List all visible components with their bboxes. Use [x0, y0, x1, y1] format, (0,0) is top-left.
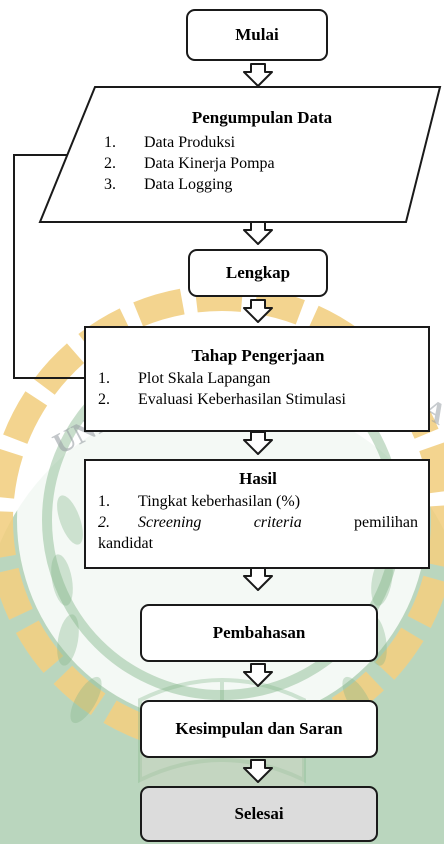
- result-node: Hasil 1.Tingkat keberhasilan (%) 2. Scre…: [84, 459, 430, 569]
- arrow-work-to-result: [243, 431, 273, 455]
- data-collection-title: Pengumpulan Data: [191, 108, 333, 127]
- data-item: 2.Data Kinerja Pompa: [104, 155, 275, 172]
- result-item: 2. Screening criteria pemilihan: [98, 514, 418, 531]
- result-list: 1.Tingkat keberhasilan (%) 2. Screening …: [98, 491, 418, 554]
- feedback-loop-line: [13, 154, 92, 379]
- work-stage-node: Tahap Pengerjaan 1.Plot Skala Lapangan 2…: [84, 326, 430, 432]
- conclusion-node: Kesimpulan dan Saran: [140, 700, 378, 758]
- end-label: Selesai: [234, 804, 284, 823]
- arrow-data-to-decision: [243, 221, 273, 245]
- arrow-discussion-to-conclusion: [243, 663, 273, 687]
- decision-node: Lengkap: [188, 249, 328, 297]
- work-stage-title: Tahap Pengerjaan: [191, 346, 325, 365]
- work-item: 2.Evaluasi Keberhasilan Stimulasi: [98, 391, 346, 408]
- discussion-label: Pembahasan: [212, 623, 306, 642]
- arrow-start-to-data: [243, 63, 273, 87]
- arrow-conclusion-to-end: [243, 759, 273, 783]
- start-node: Mulai: [186, 9, 328, 61]
- discussion-node: Pembahasan: [140, 604, 378, 662]
- result-title: Hasil: [239, 469, 277, 488]
- data-item: 3.Data Logging: [104, 176, 233, 193]
- start-label: Mulai: [235, 25, 279, 44]
- arrow-result-to-discussion: [243, 567, 273, 591]
- arrow-decision-to-work: [243, 299, 273, 323]
- result-item-continuation: kandidat: [98, 535, 154, 552]
- end-node: Selesai: [140, 786, 378, 842]
- result-item: 1.Tingkat keberhasilan (%): [98, 493, 301, 510]
- decision-label: Lengkap: [225, 263, 291, 282]
- conclusion-label: Kesimpulan dan Saran: [175, 719, 343, 738]
- data-collection-list: 1.Data Produksi 2.Data Kinerja Pompa 3.D…: [104, 132, 404, 195]
- work-item: 1.Plot Skala Lapangan: [98, 370, 271, 387]
- data-collection-node: Pengumpulan Data 1.Data Produksi 2.Data …: [104, 108, 404, 218]
- work-stage-list: 1.Plot Skala Lapangan 2.Evaluasi Keberha…: [98, 368, 418, 410]
- data-collection-shape: [38, 86, 442, 223]
- data-item: 1.Data Produksi: [104, 134, 236, 151]
